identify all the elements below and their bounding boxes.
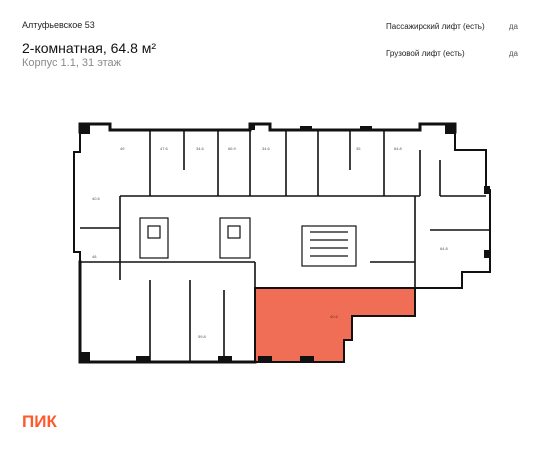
apartment-title: 2-комнатная, 64.8 м² (22, 40, 157, 56)
area-label: 40.6 (330, 314, 339, 319)
area-label: 66.9 (228, 146, 237, 151)
area-label: 34.6 (196, 146, 205, 151)
core-elements (139, 217, 357, 267)
pik-logo[interactable]: ПИК (22, 411, 62, 431)
selected-apartment[interactable] (254, 287, 416, 363)
feature-value: да (508, 49, 518, 58)
area-label: 49 (120, 146, 125, 151)
feature-passenger-lift: Пассажирский лифт (есть) да (386, 22, 518, 31)
feature-label: Пассажирский лифт (есть) (386, 22, 485, 31)
building-outline (73, 122, 491, 364)
area-label: 64.8 (440, 246, 449, 251)
interior-walls (80, 130, 490, 362)
area-label: 64.8 (394, 146, 403, 151)
feature-cargo-lift: Грузовой лифт (есть) да (386, 49, 518, 58)
feature-value: да (508, 22, 518, 31)
area-label: 40.6 (92, 196, 101, 201)
area-label: 59.8 (198, 334, 207, 339)
area-label: 34.6 (262, 146, 271, 151)
window-marks (80, 124, 490, 362)
area-label: 47.6 (160, 146, 169, 151)
logo-text: ПИК (22, 412, 57, 431)
area-label: 35 (356, 146, 361, 151)
apartment-subtitle: Корпус 1.1, 31 этаж (22, 57, 121, 69)
project-name: Алтуфьевское 53 (22, 20, 95, 30)
feature-label: Грузовой лифт (есть) (386, 49, 465, 58)
area-label: 48 (92, 254, 97, 259)
